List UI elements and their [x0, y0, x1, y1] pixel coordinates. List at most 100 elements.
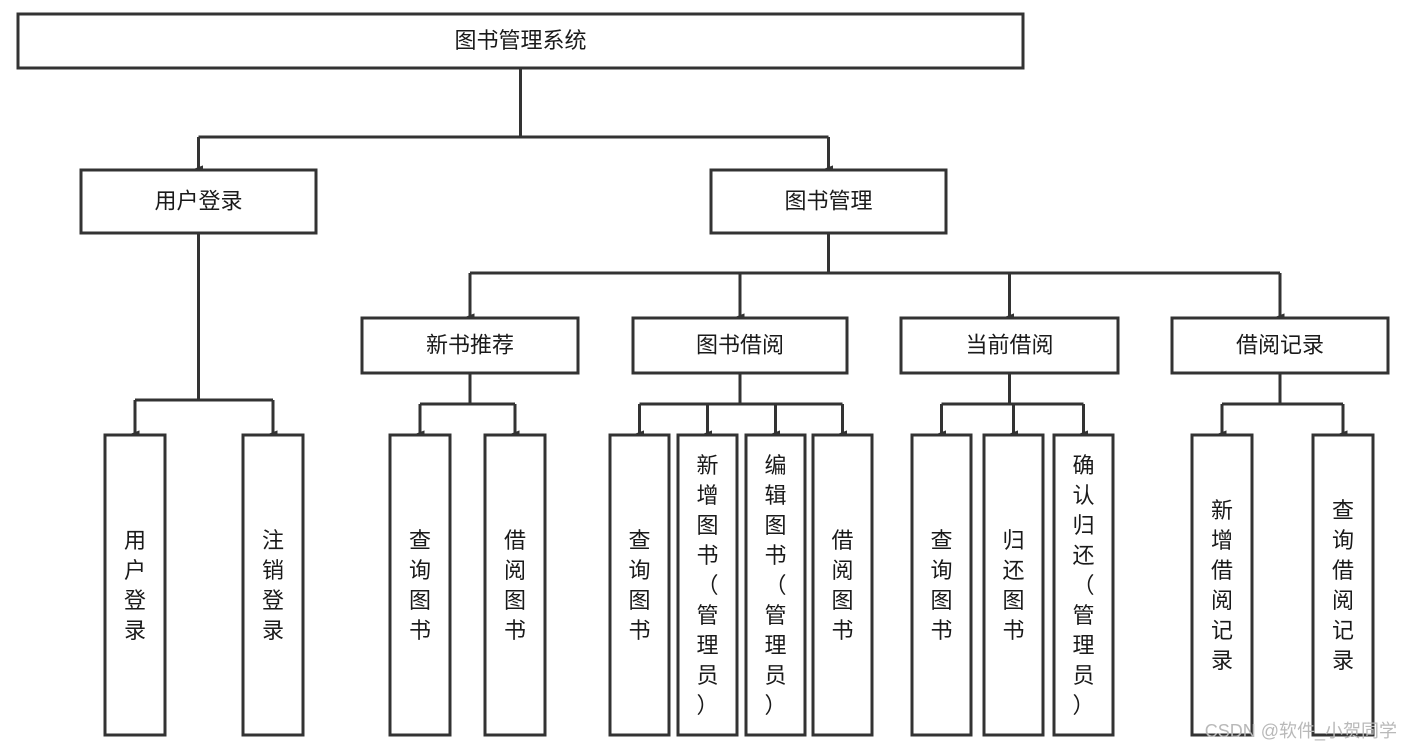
svg-text:归: 归: [1002, 528, 1024, 553]
node-leaf-query-book-3[interactable]: [910, 433, 973, 737]
svg-text:书: 书: [930, 618, 952, 643]
svg-text:阅: 阅: [1332, 588, 1354, 613]
node-new-book-recommend[interactable]: [360, 316, 580, 375]
svg-text:）: ）: [764, 693, 786, 718]
node-book-borrow[interactable]: [631, 316, 849, 375]
svg-text:图: 图: [764, 513, 786, 538]
svg-text:借: 借: [1211, 558, 1233, 583]
svg-text:借: 借: [1332, 558, 1354, 583]
node-leaf-query-book-2[interactable]: [608, 433, 671, 737]
svg-text:录: 录: [1211, 648, 1233, 673]
svg-text:录: 录: [1332, 648, 1354, 673]
svg-text:户: 户: [124, 558, 146, 583]
svg-text:图: 图: [930, 588, 952, 613]
label-current-borrow: 当前借阅: [965, 332, 1053, 357]
label-root: 图书管理系统: [454, 28, 586, 53]
svg-text:还: 还: [1002, 558, 1024, 583]
svg-text:确: 确: [1072, 453, 1094, 478]
svg-text:书: 书: [831, 618, 853, 643]
svg-text:图: 图: [409, 588, 431, 613]
svg-text:还: 还: [1072, 543, 1094, 568]
svg-text:）: ）: [696, 693, 718, 718]
svg-text:）: ）: [1072, 693, 1094, 718]
node-leaf-borrow-book-1[interactable]: [483, 433, 547, 737]
svg-text:注: 注: [262, 528, 284, 553]
svg-text:增: 增: [1211, 528, 1233, 553]
svg-text:查: 查: [1332, 498, 1354, 523]
svg-text:理: 理: [764, 633, 786, 658]
svg-text:管: 管: [1072, 603, 1094, 628]
node-layer: 图书管理系统用户登录图书管理新书推荐图书借阅当前借阅借阅记录用户登录注销登录查询…: [16, 12, 1390, 737]
label-new-book-recommend: 新书推荐: [426, 332, 514, 357]
svg-text:书: 书: [696, 543, 718, 568]
svg-text:借: 借: [504, 528, 526, 553]
svg-text:归: 归: [1072, 513, 1094, 538]
svg-text:（: （: [1072, 573, 1094, 598]
label-book-borrow: 图书借阅: [696, 332, 784, 357]
node-leaf-confirm-return[interactable]: [1052, 433, 1115, 737]
node-leaf-borrow-book-2[interactable]: [811, 433, 874, 737]
svg-text:图: 图: [1002, 588, 1024, 613]
svg-text:理: 理: [696, 633, 718, 658]
svg-text:记: 记: [1332, 618, 1354, 643]
svg-text:阅: 阅: [831, 558, 853, 583]
svg-text:增: 增: [696, 483, 718, 508]
node-user-login[interactable]: [79, 168, 318, 235]
node-leaf-add-book[interactable]: [676, 433, 739, 737]
svg-text:管: 管: [764, 603, 786, 628]
svg-text:查: 查: [628, 528, 650, 553]
svg-text:员: 员: [1072, 663, 1094, 688]
node-leaf-query-book-1[interactable]: [388, 433, 452, 737]
label-book-management: 图书管理: [784, 188, 872, 213]
svg-text:询: 询: [1332, 528, 1354, 553]
node-book-management[interactable]: [709, 168, 948, 235]
svg-text:认: 认: [1072, 483, 1094, 508]
connector-layer: [130, 68, 1348, 438]
svg-text:图: 图: [628, 588, 650, 613]
svg-text:查: 查: [930, 528, 952, 553]
svg-text:书: 书: [628, 618, 650, 643]
svg-text:记: 记: [1211, 618, 1233, 643]
svg-text:登: 登: [124, 588, 146, 613]
svg-text:图: 图: [696, 513, 718, 538]
node-leaf-edit-book[interactable]: [744, 433, 807, 737]
svg-text:员: 员: [696, 663, 718, 688]
node-leaf-logout[interactable]: [241, 433, 305, 737]
svg-text:书: 书: [764, 543, 786, 568]
svg-text:编: 编: [764, 453, 786, 478]
label-user-login: 用户登录: [154, 188, 242, 213]
node-leaf-add-record[interactable]: [1190, 433, 1254, 737]
svg-text:阅: 阅: [1211, 588, 1233, 613]
svg-text:（: （: [696, 573, 718, 598]
node-leaf-user-login[interactable]: [103, 433, 167, 737]
svg-text:员: 员: [764, 663, 786, 688]
svg-text:借: 借: [831, 528, 853, 553]
node-leaf-return-book[interactable]: [982, 433, 1045, 737]
svg-text:辑: 辑: [764, 483, 786, 508]
svg-text:阅: 阅: [504, 558, 526, 583]
node-leaf-query-record[interactable]: [1311, 433, 1375, 737]
svg-text:询: 询: [930, 558, 952, 583]
node-root[interactable]: [16, 12, 1025, 70]
svg-text:书: 书: [504, 618, 526, 643]
node-borrow-record[interactable]: [1170, 316, 1390, 375]
svg-text:管: 管: [696, 603, 718, 628]
svg-text:录: 录: [124, 618, 146, 643]
svg-text:用: 用: [124, 528, 146, 553]
svg-text:销: 销: [262, 558, 284, 583]
label-borrow-record: 借阅记录: [1236, 332, 1324, 357]
node-current-borrow[interactable]: [899, 316, 1120, 375]
svg-text:新: 新: [1211, 498, 1233, 523]
